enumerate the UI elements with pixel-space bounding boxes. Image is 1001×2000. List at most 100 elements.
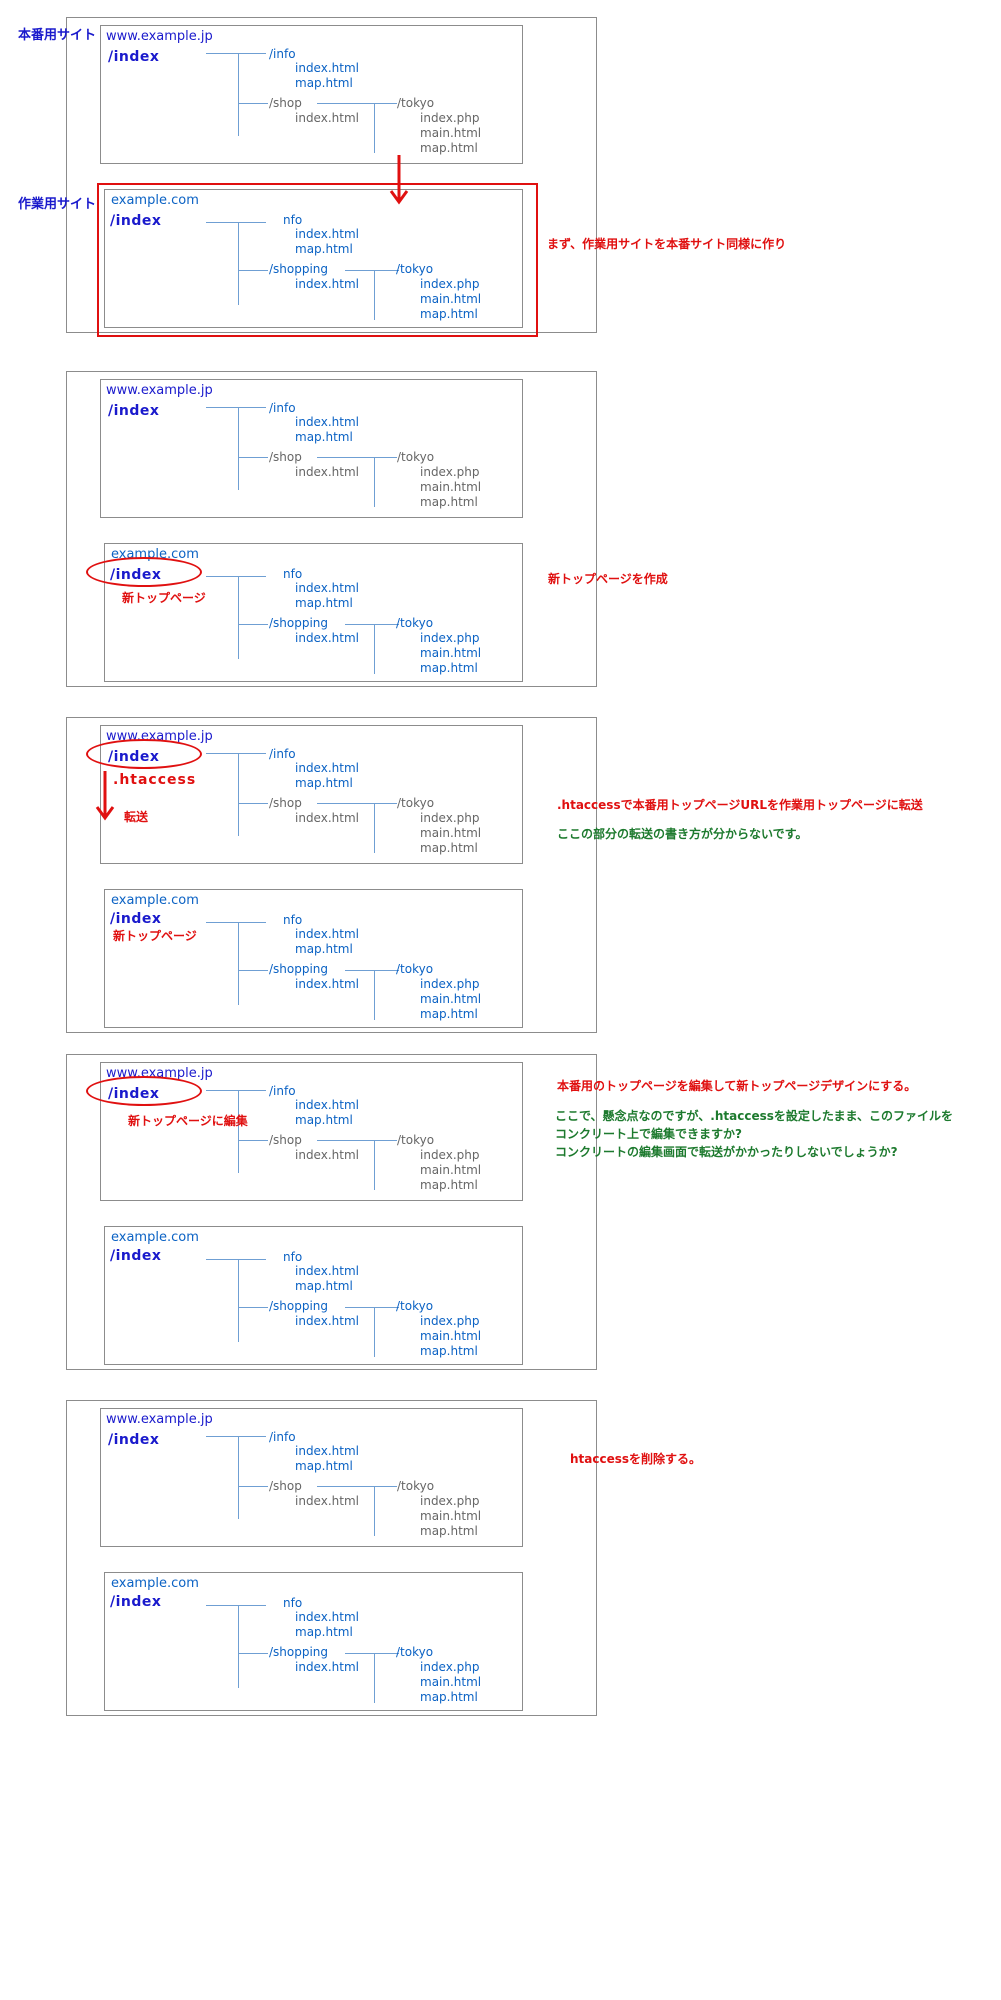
- tree-line: [374, 1486, 375, 1536]
- work-tokyo-file: index.php: [420, 1660, 480, 1674]
- tree-line: [317, 803, 397, 804]
- work-info-file: map.html: [295, 596, 353, 610]
- tree-line: [374, 103, 375, 153]
- prod-tokyo-file: map.html: [420, 1524, 478, 1538]
- prod-tokyo-file: index.php: [420, 465, 480, 479]
- tree-line: [345, 1307, 399, 1308]
- work-tokyo-file: map.html: [420, 1690, 478, 1704]
- work-info-file: map.html: [295, 1625, 353, 1639]
- work-tokyo-dir: /tokyo: [396, 616, 434, 630]
- prod-tree-box: www.example.jp /index /info index.html m…: [100, 25, 523, 164]
- tree-line: [238, 1436, 239, 1519]
- work-info-file: index.html: [295, 927, 359, 941]
- copy-arrow-icon: [389, 155, 409, 205]
- tree-line: [317, 103, 397, 104]
- work-info-dir: nfo: [283, 1250, 303, 1264]
- tree-line: [238, 1486, 268, 1487]
- work-shop-dir: /shopping: [269, 962, 329, 976]
- work-tokyo-file: main.html: [420, 1675, 482, 1689]
- tree-line: [206, 53, 266, 54]
- tree-line: [206, 922, 266, 923]
- work-root: /index: [110, 213, 162, 229]
- tree-line: [317, 457, 397, 458]
- tree-line: [374, 1140, 375, 1190]
- work-tokyo-file: main.html: [420, 992, 482, 1006]
- prod-tokyo-file: map.html: [420, 495, 478, 509]
- prod-shop-file: index.html: [295, 1148, 359, 1162]
- transfer-label: 転送: [124, 810, 149, 824]
- prod-info-file: index.html: [295, 415, 359, 429]
- work-tree-box: example.com /index nfo index.html map.ht…: [104, 1572, 523, 1711]
- work-domain: example.com: [111, 893, 199, 908]
- work-shop-file: index.html: [295, 277, 359, 291]
- tree-line: [238, 103, 268, 104]
- work-tokyo-file: main.html: [420, 1329, 482, 1343]
- step4-question-line: ここで、懸念点なのですが、.htaccessを設定したまま、このファイルを: [555, 1109, 954, 1123]
- work-tokyo-dir: /tokyo: [396, 1299, 434, 1313]
- work-tokyo-file: index.php: [420, 631, 480, 645]
- prod-info-file: map.html: [295, 430, 353, 444]
- edit-new-top-label: 新トップページに編集: [128, 1114, 248, 1128]
- tree-line: [238, 222, 239, 305]
- tree-line: [206, 222, 266, 223]
- tree-line: [238, 407, 239, 490]
- panel-2: [66, 371, 597, 687]
- prod-tokyo-dir: /tokyo: [397, 796, 435, 810]
- prod-tokyo-dir: /tokyo: [397, 1479, 435, 1493]
- work-shop-file: index.html: [295, 631, 359, 645]
- tree-line: [238, 576, 239, 659]
- tree-line: [238, 270, 268, 271]
- tree-line: [374, 803, 375, 853]
- prod-info-file: map.html: [295, 1459, 353, 1473]
- tree-line: [206, 1605, 266, 1606]
- tree-line: [374, 1307, 375, 1357]
- tree-line: [345, 624, 399, 625]
- work-info-dir: nfo: [283, 1596, 303, 1610]
- work-shop-dir: /shopping: [269, 1645, 329, 1659]
- work-tokyo-file: map.html: [420, 1344, 478, 1358]
- work-info-dir: nfo: [283, 213, 303, 227]
- tree-line: [238, 1653, 268, 1654]
- new-top-page-label: 新トップページ: [122, 591, 206, 605]
- prod-info-dir: /info: [269, 747, 296, 761]
- work-info-file: map.html: [295, 942, 353, 956]
- highlight-ellipse: [86, 557, 202, 587]
- work-tokyo-file: index.php: [420, 977, 480, 991]
- prod-shop-dir: /shop: [269, 96, 302, 110]
- work-info-file: index.html: [295, 227, 359, 241]
- prod-info-dir: /info: [269, 1084, 296, 1098]
- work-tree-box: example.com /index nfo index.html map.ht…: [104, 1226, 523, 1365]
- highlight-ellipse: [86, 739, 202, 769]
- prod-tokyo-file: map.html: [420, 841, 478, 855]
- tree-line: [238, 803, 268, 804]
- prod-tokyo-file: index.php: [420, 1148, 480, 1162]
- work-domain: example.com: [111, 1576, 199, 1591]
- prod-info-file: map.html: [295, 776, 353, 790]
- tree-line: [238, 1605, 239, 1688]
- prod-tokyo-file: main.html: [420, 1163, 482, 1177]
- work-domain: example.com: [111, 1230, 199, 1245]
- step1-note: まず、作業用サイトを本番サイト同様に作り: [547, 237, 787, 251]
- prod-shop-file: index.html: [295, 811, 359, 825]
- tree-line: [374, 970, 375, 1020]
- step4-question-line: コンクリートの編集画面で転送がかかったりしないでしょうか?: [555, 1145, 898, 1159]
- work-tree-box: example.com /index nfo index.html map.ht…: [104, 889, 523, 1028]
- tree-line: [238, 53, 239, 136]
- prod-tokyo-file: main.html: [420, 826, 482, 840]
- prod-shop-dir: /shop: [269, 450, 302, 464]
- panel-5: [66, 1400, 597, 1716]
- panel-3: [66, 717, 597, 1033]
- tree-line: [206, 576, 266, 577]
- tree-line: [206, 407, 266, 408]
- step5-note: htaccessを削除する。: [570, 1452, 702, 1466]
- work-info-file: map.html: [295, 242, 353, 256]
- prod-tokyo-file: main.html: [420, 126, 482, 140]
- tree-line: [206, 1436, 266, 1437]
- work-shop-dir: /shopping: [269, 1299, 329, 1313]
- tree-line: [238, 1307, 268, 1308]
- tree-line: [238, 1259, 239, 1342]
- tree-line: [238, 1090, 239, 1173]
- step4-question-line: コンクリート上で編集できますか?: [555, 1127, 742, 1141]
- work-tree-box: example.com /index nfo index.html map.ht…: [104, 189, 523, 328]
- new-top-page-label: 新トップページ: [113, 929, 197, 943]
